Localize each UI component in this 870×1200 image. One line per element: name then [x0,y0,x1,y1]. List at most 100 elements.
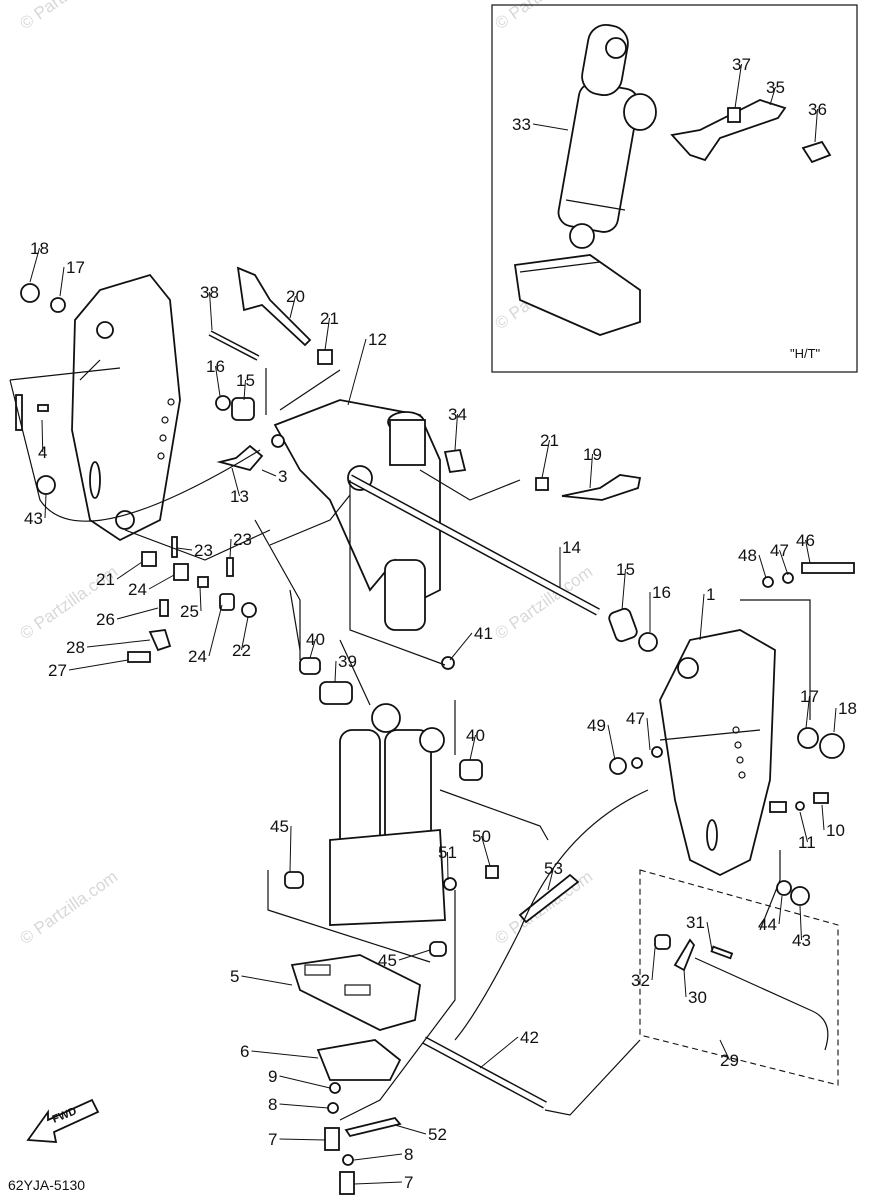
callout-35: 35 [766,78,785,97]
washer-16-left [215,395,231,411]
callout-33: 33 [512,115,531,134]
ht-inset: "H/T" [491,4,858,373]
leader-28 [86,639,151,648]
callout-25: 25 [180,602,199,621]
lever-19 [561,474,642,501]
callout-7: 7 [268,1130,277,1149]
callout-8: 8 [268,1095,277,1114]
callout-27: 27 [48,661,67,680]
nut-22 [241,602,257,618]
leader-38 [209,291,213,331]
leader-lines [29,63,837,1185]
leader-22 [241,616,249,651]
leader-7 [353,1181,403,1185]
lever-30 [673,938,696,972]
nut-43-left [36,475,56,495]
watermark: © Partzilla.com [16,0,121,33]
nut-18-right [819,733,845,759]
callout-29: 29 [720,1051,739,1070]
washer-51 [443,877,457,891]
callout-28: 28 [66,638,85,657]
leader-18 [833,707,837,733]
spring-26 [159,599,169,617]
leader-8 [279,1103,329,1109]
leader-20 [289,295,296,319]
callout-40: 40 [306,630,325,649]
bushing-15-left [231,397,255,421]
callout-16: 16 [206,357,225,376]
wire-lead [439,789,549,841]
leader-15 [621,568,626,611]
callout-43: 43 [24,509,43,528]
callout-39: 39 [338,652,357,671]
callout-7: 7 [404,1173,413,1192]
bushing-40-top [299,657,321,675]
leader-27 [68,659,129,671]
leader-6 [251,1050,319,1059]
leader-11 [799,811,808,843]
nut-18-left [20,283,40,303]
callout-22: 22 [232,641,251,660]
callout-30: 30 [688,988,707,1007]
tilt-rod-29 [694,957,829,1051]
washer-8-bottom [342,1154,354,1166]
callout-layer: 1345677889101112131415151616171718181920… [24,55,857,1192]
callout-9: 9 [268,1067,277,1086]
washer-8-top [327,1102,339,1114]
leader-35 [769,86,776,106]
tilt-lever-20 [236,266,312,347]
callout-43: 43 [792,931,811,950]
right-clamp-bracket-1 [659,629,776,877]
leader-24 [148,574,175,590]
inset-label: "H/T" [790,346,821,361]
leader-1 [699,593,705,641]
screw-21-top [317,349,333,365]
leader-7 [279,1138,326,1141]
trim-tilt-unit [284,657,549,957]
callout-23: 23 [194,541,213,560]
leader-21 [116,561,143,580]
bushing-40-right [459,759,483,781]
leader-15 [243,379,246,401]
callout-15: 15 [236,371,255,390]
assembly-lines [9,367,839,1121]
callout-40: 40 [466,726,485,745]
bolt-7-bottom [339,1171,355,1195]
holder-24-right [219,593,235,611]
leader-47 [779,549,789,576]
callout-47: 47 [626,709,645,728]
washer-47-top [782,572,794,584]
pin-23-left [171,536,178,558]
callout-14: 14 [562,538,581,557]
inset-block [513,254,641,336]
leader-51 [447,851,449,881]
leader-40 [469,734,476,761]
cap-36 [801,140,832,164]
callout-5: 5 [230,967,239,986]
leader-45 [398,949,431,961]
callout-21: 21 [540,431,559,450]
callout-46: 46 [796,531,815,550]
bushing-45-left [284,871,304,889]
leader-29 [719,1039,730,1061]
callout-50: 50 [472,827,491,846]
screw-37 [727,107,741,123]
callout-17: 17 [800,687,819,706]
leader-16 [215,365,221,397]
leader-53 [547,867,554,891]
leader-13 [231,467,240,497]
leader-10 [821,804,825,831]
leader-49 [607,724,616,761]
leader-5 [241,975,293,986]
callout-37: 37 [732,55,751,74]
callout-44: 44 [758,915,777,934]
clip-41 [441,656,455,670]
callout-10: 10 [826,821,845,840]
callout-6: 6 [240,1042,249,1061]
leader-32 [651,947,656,981]
fwd-arrow: FWD [26,1098,100,1143]
leader-37 [734,63,742,109]
washer-9 [329,1082,341,1094]
callout-26: 26 [96,610,115,629]
